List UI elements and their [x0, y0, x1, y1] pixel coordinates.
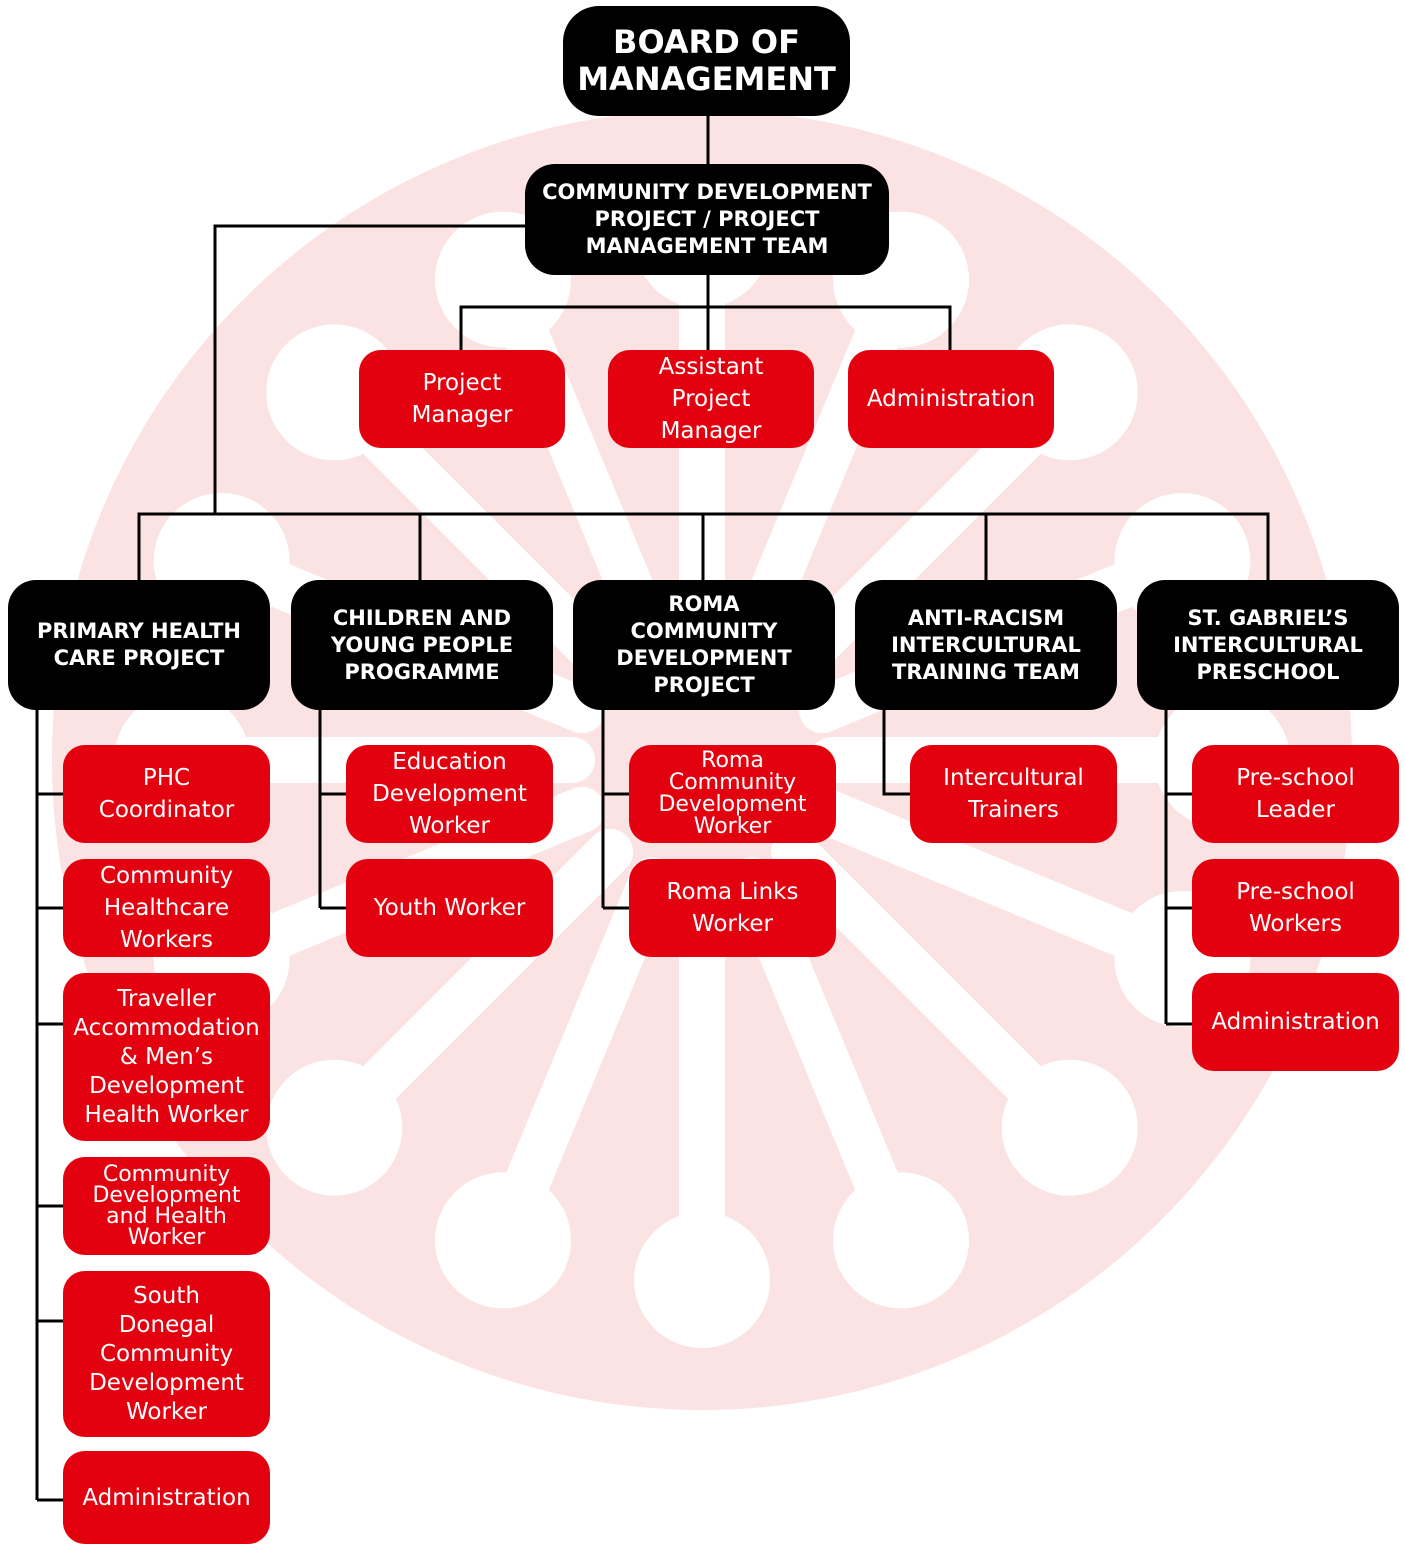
connector-arit-roles — [882, 709, 911, 796]
preschool-role-box: Administration — [1192, 973, 1399, 1071]
project-header-anti-racism: ANTI-RACISM INTERCULTURAL TRAINING TEAM — [855, 580, 1117, 710]
project-manager-box: Project Manager — [359, 350, 565, 448]
watermark-spoke-end — [634, 1212, 770, 1348]
watermark-spoke-end — [832, 1172, 969, 1309]
preschool-role-box: Pre-school Leader — [1192, 745, 1399, 843]
management-team-box: COMMUNITY DEVELOPMENT PROJECT / PROJECT … — [525, 164, 889, 275]
phc-role-box: Community Healthcare Workers — [63, 859, 270, 957]
watermark-spoke-end — [266, 1059, 403, 1196]
phc-role-box: Administration — [63, 1451, 270, 1544]
cyp-role-box: Education Development Worker — [346, 745, 553, 843]
project-header-roma-community: ROMA COMMUNITY DEVELOPMENT PROJECT — [573, 580, 835, 710]
roma-role-box: Roma Links Worker — [629, 859, 836, 957]
phc-role-box: PHC Coordinator — [63, 745, 270, 843]
phc-role-box: Traveller Accommodation & Men’s Developm… — [63, 973, 270, 1141]
connector-roma-roles — [601, 709, 630, 910]
assistant-project-manager-box: Assistant Project Manager — [608, 350, 814, 448]
project-header-primary-health-care: PRIMARY HEALTH CARE PROJECT — [8, 580, 270, 710]
arit-role-box: Intercultural Trainers — [910, 745, 1117, 843]
board-of-management-box: BOARD OF MANAGEMENT — [563, 6, 850, 116]
watermark-spoke-end — [1001, 1059, 1138, 1196]
watermark-spoke — [346, 828, 634, 1116]
phc-role-box: Community Development and Health Worker — [63, 1157, 270, 1255]
connector-phc-roles — [35, 709, 64, 1502]
watermark-spoke — [346, 404, 634, 692]
preschool-role-box: Pre-school Workers — [1192, 859, 1399, 957]
phc-role-box: South Donegal Community Development Work… — [63, 1271, 270, 1437]
cyp-role-box: Youth Worker — [346, 859, 553, 957]
watermark-spoke-end — [435, 1172, 572, 1309]
project-header-children-young-people: CHILDREN AND YOUNG PEOPLE PROGRAMME — [291, 580, 553, 710]
watermark-spoke — [799, 786, 1160, 963]
connector-team-to-projects — [137, 224, 1270, 580]
connector-team-to-roles — [459, 275, 952, 350]
project-header-st-gabriels: ST. GABRIEL’S INTERCULTURAL PRESCHOOL — [1137, 580, 1399, 710]
roma-role-box: Roma Community Development Worker — [629, 745, 836, 843]
connector-cyp-roles — [318, 709, 347, 910]
management-administration-box: Administration — [848, 350, 1054, 448]
connector-preschool-roles — [1164, 709, 1193, 1026]
